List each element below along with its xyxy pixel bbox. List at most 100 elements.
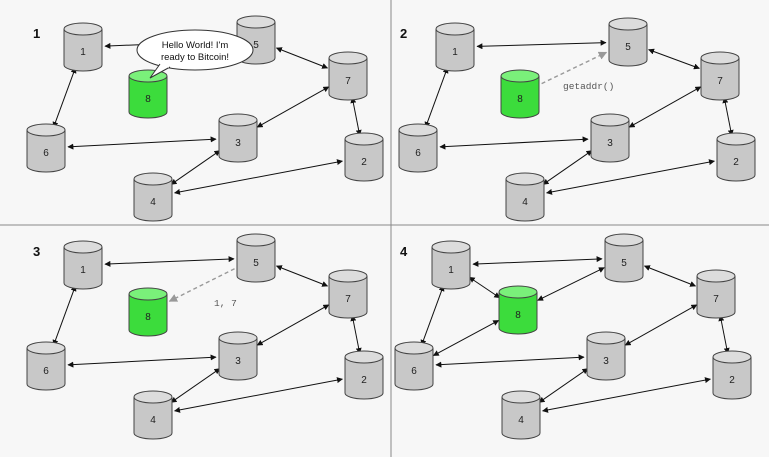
edge-3-4-panel-2 (542, 150, 593, 185)
edge-6-3-panel-3 (67, 354, 217, 368)
node-label: 3 (235, 356, 241, 367)
edge-5-7-panel-3 (275, 265, 329, 287)
edge-6-3-panel-4 (435, 354, 585, 368)
edge-3-4-panel-3 (170, 368, 221, 403)
edges-layer (52, 38, 734, 413)
edge-7-2-panel-4 (718, 314, 730, 355)
edge-2-4-panel-4 (542, 377, 711, 413)
nodes-layer: 1 2 3 4 5 6 7 8 1 2 3 4 5 6 7 8 1 2 3 4 5 6 7 8 1 2 3 4 5 6 7 8 (26, 15, 756, 440)
edge-3-4-panel-4 (538, 368, 589, 403)
node-label: 6 (43, 366, 49, 377)
node-6-panel-1: 6 (26, 123, 66, 173)
getaddr-arrow-panel-2 (541, 51, 608, 85)
edge-8-6-panel-4 (432, 319, 500, 357)
edge-8-5-panel-4 (537, 267, 605, 301)
node-2-panel-1: 2 (344, 132, 384, 182)
node-label: 3 (607, 138, 613, 149)
node-label: 8 (145, 312, 151, 323)
node-3-panel-3: 3 (218, 331, 258, 381)
node-4-panel-2: 4 (505, 172, 545, 222)
node-label: 4 (518, 415, 524, 426)
edge-1-5-panel-3 (104, 256, 235, 267)
node-5-panel-4: 5 (604, 233, 644, 283)
node-1-panel-4: 1 (431, 240, 471, 290)
node-6-panel-4: 6 (394, 341, 434, 391)
node-label: 2 (729, 375, 735, 386)
edge-7-2-panel-1 (350, 96, 362, 137)
node-5-panel-3: 5 (236, 233, 276, 283)
edge-7-3-panel-1 (256, 86, 330, 128)
speech-bubble: Hello World! I'm ready to Bitcoin! (136, 29, 254, 79)
speech-bubble-line-2: ready to Bitcoin! (161, 52, 229, 63)
node-8-panel-1: 8 (128, 69, 168, 119)
edge-3-4-panel-1 (170, 150, 221, 185)
edge-7-3-panel-3 (256, 304, 330, 346)
node-3-panel-1: 3 (218, 113, 258, 163)
node-8-panel-3: 8 (128, 287, 168, 337)
edge-7-3-panel-2 (628, 86, 702, 128)
node-label: 6 (411, 366, 417, 377)
node-5-panel-2: 5 (608, 17, 648, 67)
node-label: 1 (452, 47, 458, 58)
node-label: 1 (80, 47, 86, 58)
node-7-panel-3: 7 (328, 269, 368, 319)
node-2-panel-2: 2 (716, 132, 756, 182)
edge-1-6-panel-1 (52, 67, 77, 128)
node-label: 7 (713, 294, 719, 305)
node-1-panel-1: 1 (63, 22, 103, 72)
node-label: 7 (345, 294, 351, 305)
node-label: 2 (361, 157, 367, 168)
edge-5-7-panel-4 (643, 265, 697, 287)
node-1-panel-3: 1 (63, 240, 103, 290)
edge-7-2-panel-2 (722, 96, 734, 137)
node-4-panel-3: 4 (133, 390, 173, 440)
node-label: 6 (415, 148, 421, 159)
node-8-panel-2: 8 (500, 69, 540, 119)
node-label: 1 (80, 265, 86, 276)
node-label: 2 (361, 375, 367, 386)
edge-5-7-panel-1 (275, 47, 329, 69)
node-label: 8 (145, 94, 151, 105)
panel-number-1: 1 (33, 26, 40, 41)
node-2-panel-4: 2 (712, 350, 752, 400)
node-4-panel-4: 4 (501, 390, 541, 440)
node-4-panel-1: 4 (133, 172, 173, 222)
node-label: 4 (522, 197, 528, 208)
node-6-panel-2: 6 (398, 123, 438, 173)
address-reply-arrow-panel-3 (168, 268, 235, 302)
panel-number-4: 4 (400, 244, 408, 259)
node-label: 6 (43, 148, 49, 159)
node-label: 5 (253, 40, 259, 51)
node-7-panel-4: 7 (696, 269, 736, 319)
node-6-panel-3: 6 (26, 341, 66, 391)
edge-2-4-panel-3 (174, 377, 343, 413)
edge-1-6-panel-3 (52, 285, 77, 346)
edge-7-3-panel-4 (624, 304, 698, 346)
edge-5-7-panel-2 (648, 48, 700, 70)
node-label: 1 (448, 265, 454, 276)
node-label: 5 (253, 258, 259, 269)
getaddr-label: getaddr() (563, 81, 614, 92)
node-label: 5 (621, 258, 627, 269)
node-8-panel-4: 8 (498, 285, 538, 335)
node-label: 4 (150, 197, 156, 208)
node-label: 8 (515, 310, 521, 321)
edge-1-5-panel-2 (476, 39, 607, 50)
edge-1-5-panel-4 (472, 256, 603, 267)
edge-7-2-panel-3 (350, 314, 362, 355)
node-label: 7 (717, 76, 723, 87)
edge-1-6-panel-4 (420, 285, 445, 346)
node-label: 3 (603, 356, 609, 367)
node-label: 7 (345, 76, 351, 87)
node-7-panel-1: 7 (328, 51, 368, 101)
edge-6-3-panel-2 (439, 136, 589, 150)
node-2-panel-3: 2 (344, 350, 384, 400)
edge-2-4-panel-1 (174, 159, 343, 195)
address-list-label: 1, 7 (214, 298, 237, 309)
edge-6-3-panel-1 (67, 136, 217, 150)
node-7-panel-2: 7 (700, 51, 740, 101)
panel-number-2: 2 (400, 26, 407, 41)
edge-2-4-panel-2 (546, 159, 715, 195)
node-1-panel-2: 1 (435, 22, 475, 72)
